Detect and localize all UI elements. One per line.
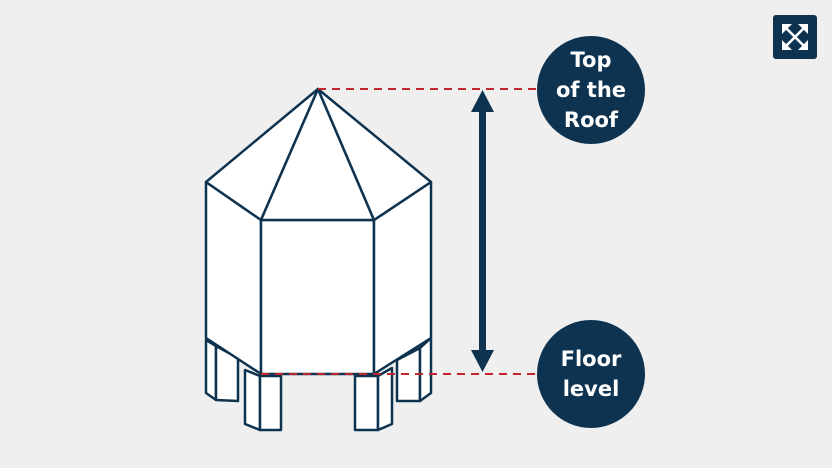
top-of-roof-label: Top of the Roof bbox=[537, 36, 645, 144]
expand-button[interactable] bbox=[773, 15, 817, 59]
gazebo-legs bbox=[204, 336, 433, 432]
leg-front-right bbox=[353, 374, 380, 432]
roof-right-panel bbox=[316, 87, 433, 222]
gazebo-body bbox=[204, 180, 433, 376]
leg-back-left bbox=[204, 338, 218, 402]
floor-level-text: Floor level bbox=[560, 347, 622, 401]
expand-arrows-icon bbox=[782, 24, 808, 50]
floor-level-label: Floor level bbox=[537, 320, 645, 428]
leg-front-left bbox=[243, 368, 262, 432]
top-of-roof-text: Top of the Roof bbox=[555, 48, 627, 132]
double-headed-arrow-icon bbox=[471, 90, 494, 372]
body-front-face bbox=[259, 218, 376, 376]
gazebo-roof bbox=[204, 87, 433, 222]
